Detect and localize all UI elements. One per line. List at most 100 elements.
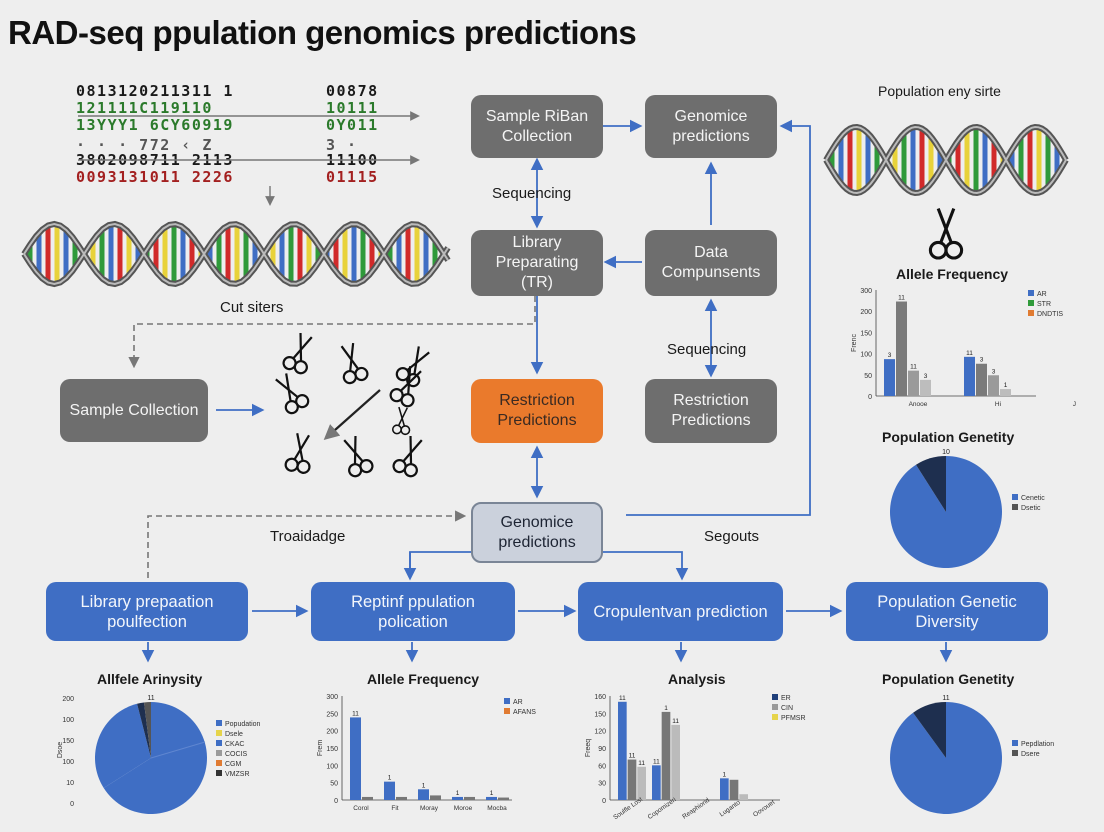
data-label: 11 [619, 695, 626, 702]
sample-riban-collection-box[interactable]: Sample RiBan Collection [471, 95, 603, 158]
y-tick-label: 150 [62, 738, 74, 745]
y-axis-label: Frem [317, 740, 324, 757]
bar [396, 796, 407, 800]
population-genetic-diversity-label: Population Genetic Diversity [877, 592, 1017, 631]
sequence-row: 13YYY1 6CY60919 [76, 116, 234, 134]
legend-swatch [772, 704, 778, 710]
data-label: 1 [723, 771, 727, 778]
bar [350, 717, 361, 800]
legend-entry: ER [781, 695, 791, 702]
y-tick-label: 100 [62, 759, 74, 766]
data-label: 1 [1004, 382, 1008, 389]
x-tick-label: Hi [995, 401, 1001, 408]
legend-swatch [1028, 310, 1034, 316]
x-tick-label: Oovouet [752, 799, 776, 819]
bar [988, 375, 999, 396]
data-label: 11 [910, 364, 917, 371]
reptinf-ppulation-label: Reptinf ppulation polication [351, 592, 475, 631]
cropulentvan-prediction-box[interactable]: Cropulentvan prediction [578, 582, 783, 641]
y-tick-label: 0 [70, 801, 74, 808]
data-compunsents-box[interactable]: Data Compunsents [645, 230, 777, 296]
scissor-blade [398, 406, 406, 427]
scissor [392, 436, 423, 478]
y-tick-label: 120 [594, 729, 606, 736]
scissor [282, 333, 313, 375]
library-prepaation-box[interactable]: Library prepaation poulfection [46, 582, 248, 641]
scissors-icon [275, 333, 430, 478]
legend-entry: COCIS [225, 751, 248, 758]
data-label: 1 [490, 790, 494, 797]
bar [418, 789, 429, 800]
population-genetic-diversity-box[interactable]: Population Genetic Diversity [846, 582, 1048, 641]
pie-slice [137, 702, 151, 758]
allele-frequency-bottom-title: Allele Frequency [367, 671, 480, 687]
y-tick-label: 200 [62, 696, 74, 703]
scissor-handle [944, 240, 964, 260]
legend-swatch [216, 740, 222, 746]
reptinf-ppulation-box[interactable]: Reptinf ppulation polication [311, 582, 515, 641]
y-tick-label: 150 [594, 711, 606, 718]
sequence-row: 121111C119110 [76, 99, 213, 117]
scissor-handle [391, 424, 402, 435]
scissor-handle [296, 459, 311, 474]
pie-slice [95, 703, 151, 789]
data-label: 11 [638, 760, 645, 767]
data-label: 3 [888, 352, 892, 359]
analysis-title: Analysis [668, 671, 726, 687]
bar [920, 379, 931, 396]
legend-entry: CIN [781, 705, 793, 712]
library-preparating-label: Library Preparating (TR) [495, 234, 579, 291]
restriction-predictions-highlight-label: Restriction Predictions [497, 392, 577, 429]
y-tick-label: 100 [326, 763, 338, 770]
legend-swatch [216, 750, 222, 756]
scissor-handle [400, 393, 415, 408]
bar [661, 711, 671, 800]
legend-swatch [504, 708, 510, 714]
y-axis-label: Dsoe [57, 742, 64, 758]
scissor-blade [407, 366, 412, 395]
genomice-predictions-top-box[interactable]: Genomice predictions [645, 95, 777, 158]
genomice-predictions-top-label: Genomice predictions [672, 107, 750, 145]
legend-swatch [1012, 494, 1018, 500]
x-tick-label: Anooe [909, 401, 928, 408]
cut-arrow [323, 389, 381, 441]
pie-slice [143, 702, 151, 758]
cut-siters-label: Cut siters [220, 299, 284, 316]
sequencing-label-right: Sequencing [667, 341, 747, 358]
bar [720, 778, 729, 800]
library-preparating-box[interactable]: Library Preparating (TR) [471, 230, 603, 296]
x-tick-label: Luganto [719, 799, 743, 818]
legend-entry: Dsetic [1021, 505, 1041, 512]
legend-swatch [504, 698, 510, 704]
x-tick-label: Jad [1073, 401, 1076, 408]
genomice-predictions-center-box[interactable]: Genomice predictions [471, 502, 603, 563]
y-axis-label: Frenc [851, 334, 858, 352]
legend-entry: CGM [225, 761, 242, 768]
sample-collection-box[interactable]: Sample Collection [60, 379, 208, 442]
legend-swatch [216, 760, 222, 766]
pie-slice [915, 456, 946, 512]
restriction-predictions-highlight-box[interactable]: Restriction Predictions [471, 379, 603, 443]
restriction-predictions-box[interactable]: Restriction Predictions [645, 379, 777, 443]
scissor-handle [359, 459, 374, 474]
scissor-blade [413, 346, 420, 375]
legend-entry: Pepdlation [1021, 741, 1054, 748]
bar [976, 363, 987, 396]
scissor-blade [340, 345, 359, 370]
scissor-blade [296, 433, 304, 461]
bar [452, 796, 463, 800]
scissors-icon [928, 208, 964, 260]
scissor-blade [402, 439, 423, 462]
y-tick-label: 200 [860, 309, 872, 316]
bar [618, 701, 627, 800]
data-label: 11 [352, 710, 359, 717]
scissor-blade [353, 436, 357, 464]
dashed-connectors [128, 296, 536, 578]
x-tick-label: Corol [353, 805, 369, 812]
scissor [340, 342, 369, 385]
sample-collection-label: Sample Collection [69, 401, 199, 419]
y-tick-label: 0 [602, 798, 606, 805]
x-tick-label: Mocba [487, 805, 507, 812]
bar [964, 356, 975, 396]
